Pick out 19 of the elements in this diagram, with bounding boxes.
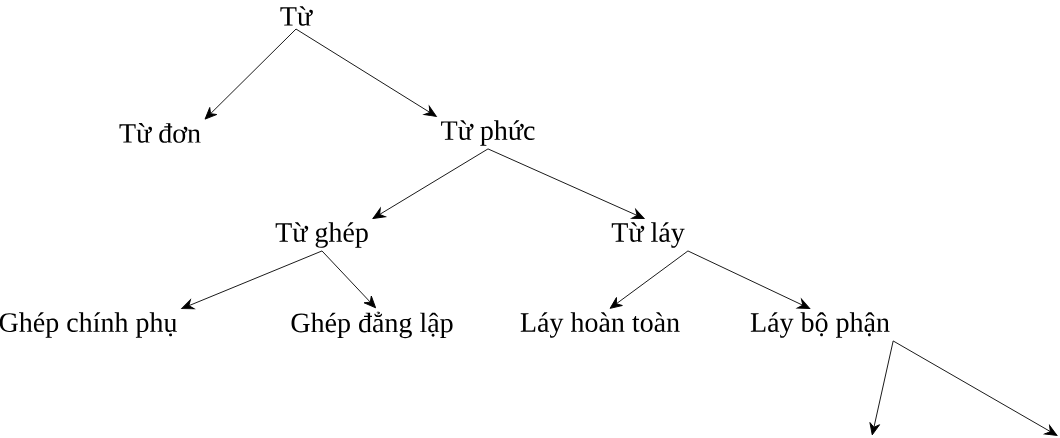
tree-label: Ghép đẳng lập: [291, 311, 453, 339]
arrow: [204, 28, 297, 120]
tree-label: Láy bộ phận: [750, 312, 890, 338]
arrow: [321, 250, 377, 309]
arrow: [609, 250, 689, 309]
arrow: [892, 340, 1058, 436]
tree-label: Từ phức: [441, 120, 535, 146]
arrow: [869, 340, 894, 436]
tree-label: Từ: [280, 6, 313, 26]
arrow: [295, 28, 437, 117]
arrow: [687, 250, 811, 309]
arrow: [181, 250, 323, 310]
arrow: [487, 148, 645, 219]
tree-label: Láy hoàn toàn: [520, 312, 680, 338]
arrow: [372, 148, 489, 219]
tree-label: Từ đơn: [119, 123, 201, 143]
tree-label: Từ ghép: [275, 222, 368, 248]
tree-label: Ghép chính phụ: [0, 312, 177, 338]
tree-label: Từ láy: [611, 222, 685, 248]
